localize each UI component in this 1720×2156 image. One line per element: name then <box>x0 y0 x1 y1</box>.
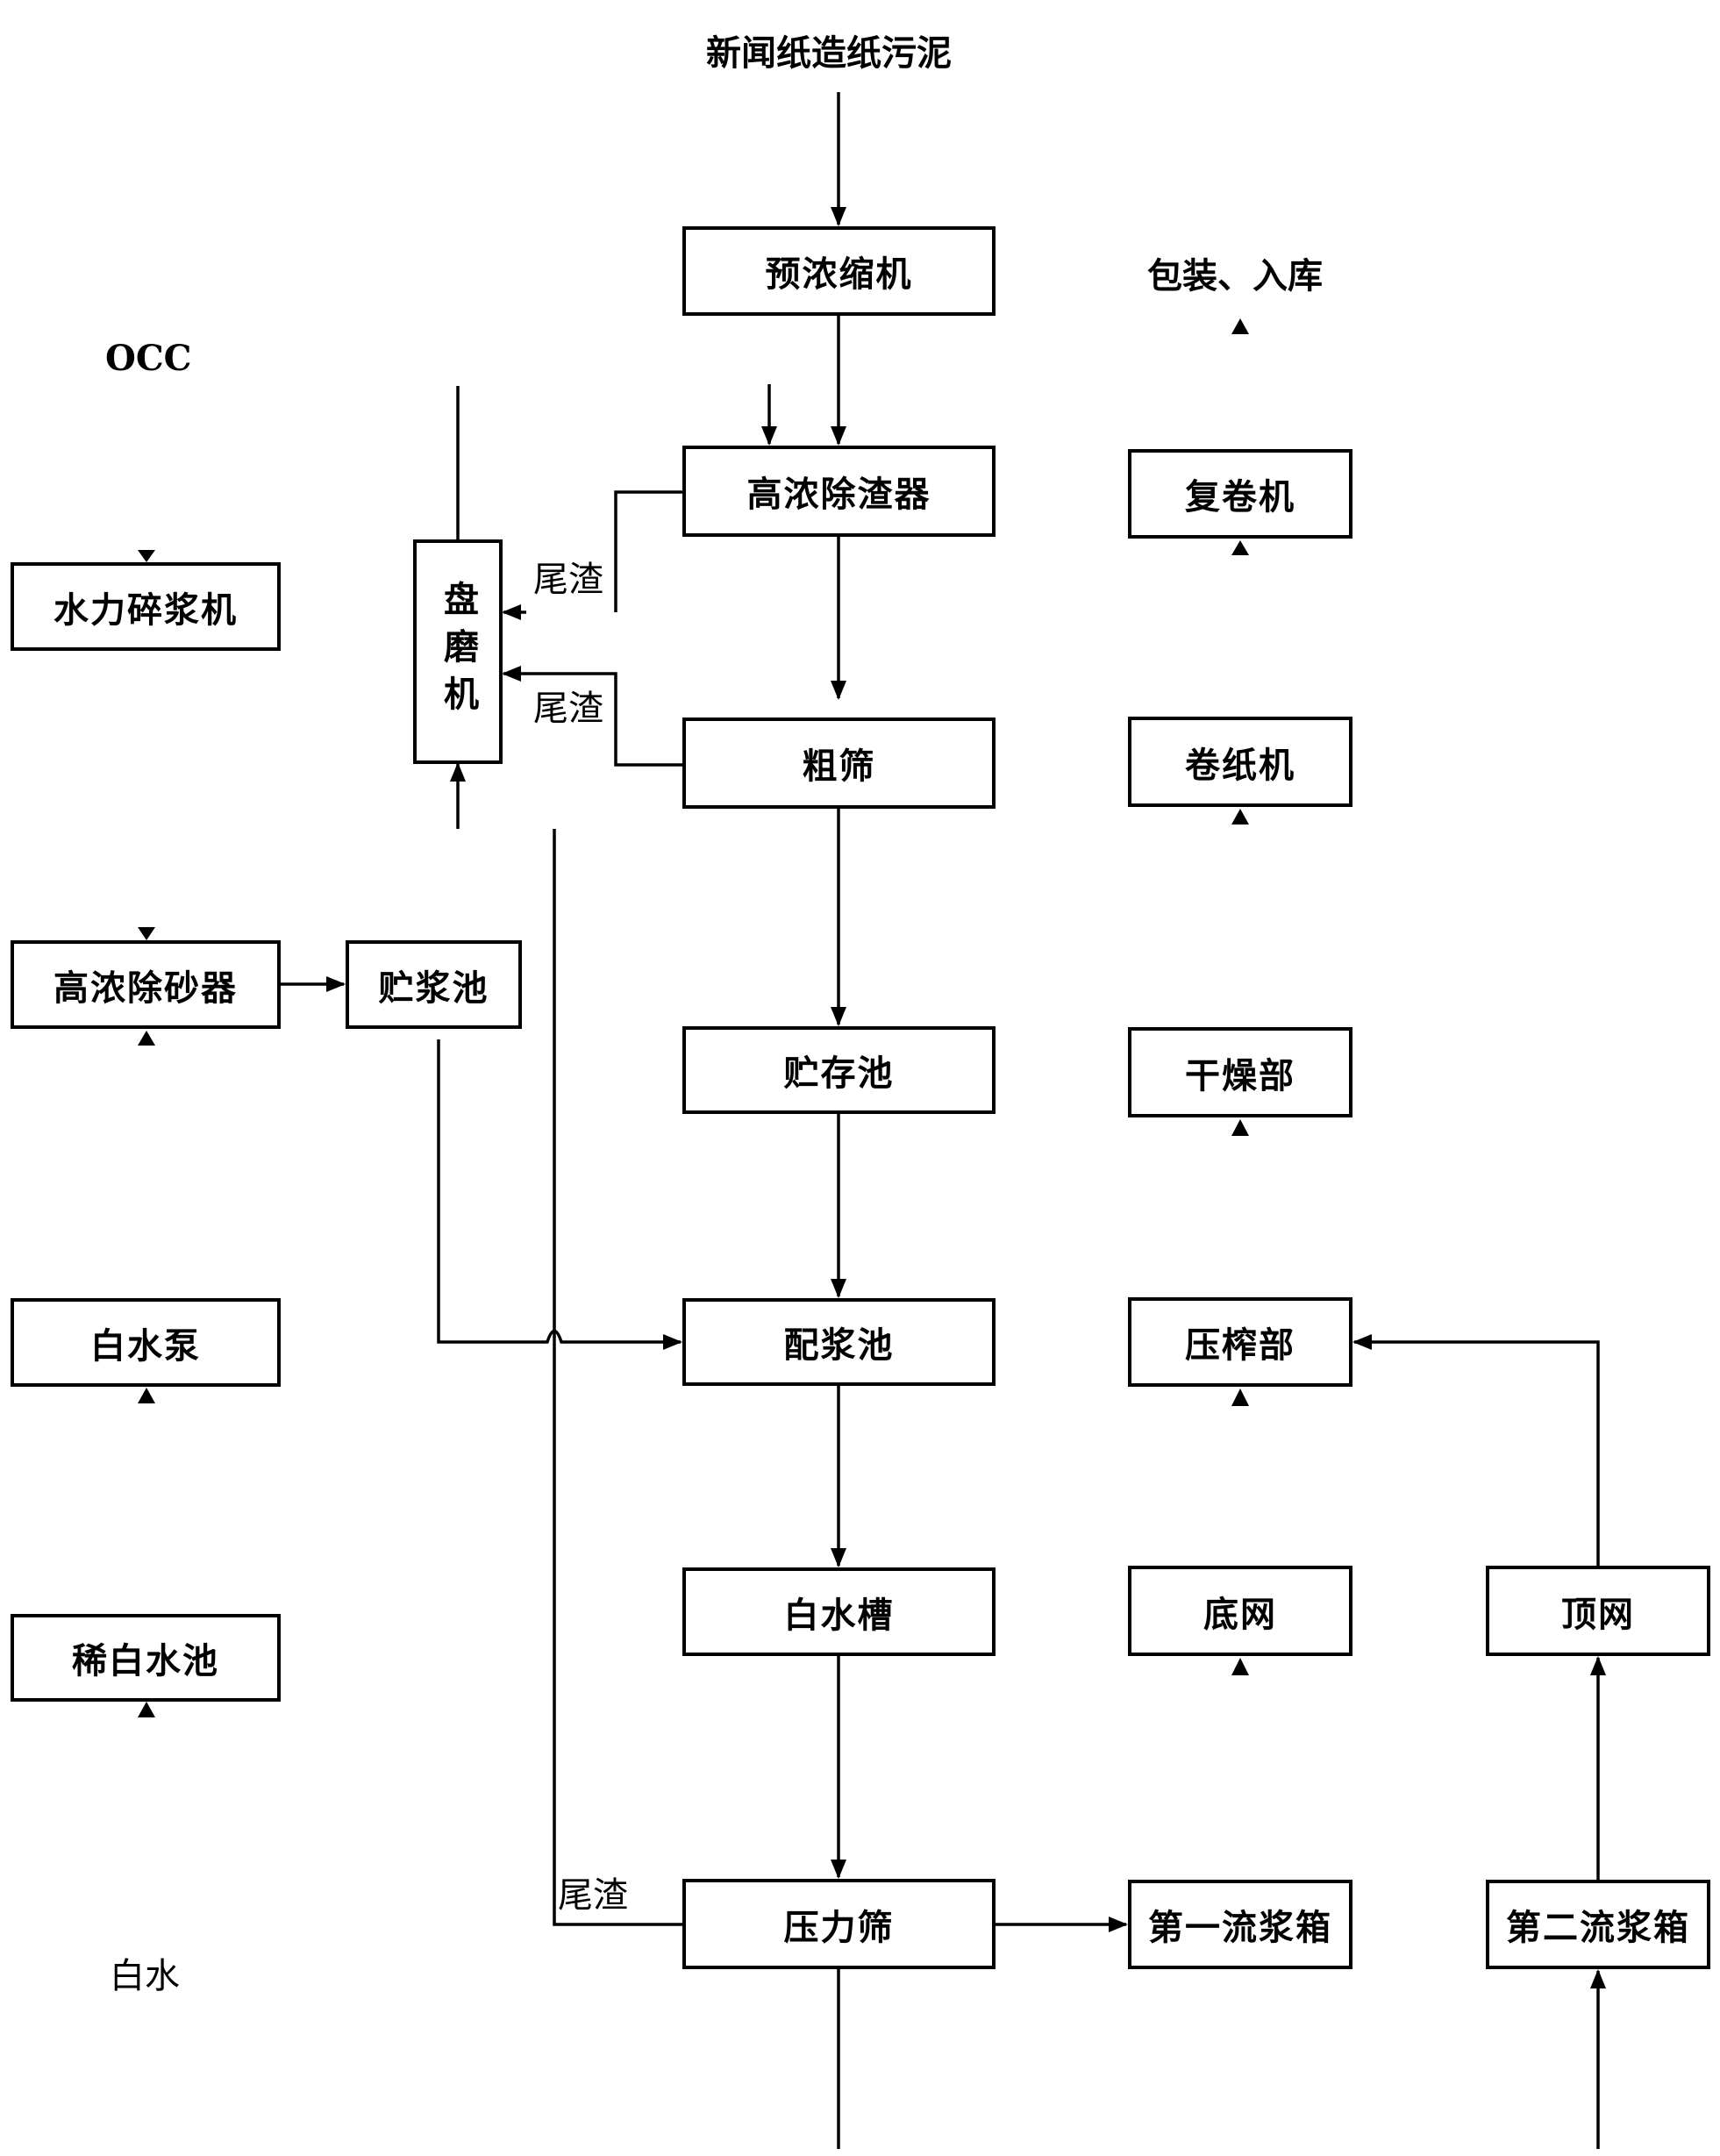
node-pre-thickener: 预浓缩机 <box>682 226 996 316</box>
packaging-label: 包装、入库 <box>1147 255 1323 296</box>
node-headbox-1: 第一流浆箱 <box>1128 1880 1352 1969</box>
line-pressure-screen-tailings <box>553 829 682 1926</box>
arrowhead-reel <box>1231 809 1249 825</box>
node-dilute-white-water-tank: 稀白水池 <box>11 1614 281 1702</box>
node-storage-tank: 贮存池 <box>682 1026 996 1114</box>
node-press-section: 压榨部 <box>1128 1297 1352 1387</box>
arrow-coarse-tailings-to-refiner <box>502 666 682 767</box>
node-top-wire: 顶网 <box>1486 1566 1710 1656</box>
arrowhead-into-pulper <box>138 550 155 562</box>
node-pressure-screen: 压力筛 <box>682 1879 996 1969</box>
arrowhead-dryer <box>1231 1119 1249 1136</box>
tailings-label-coarse-screen: 尾渣 <box>533 689 603 729</box>
node-hc-desander: 高浓除砂器 <box>11 940 281 1029</box>
node-white-water-trough: 白水槽 <box>682 1567 996 1656</box>
node-reel: 卷纸机 <box>1128 717 1352 807</box>
arrow-top-wire-to-press <box>1352 1334 1600 1566</box>
arrow-pulp-storage-to-blending <box>437 1039 682 1350</box>
arrowhead-white-water-pump <box>138 1388 155 1403</box>
node-coarse-screen: 粗筛 <box>682 717 996 809</box>
arrowhead-bottom-wire <box>1231 1658 1249 1675</box>
node-white-water-pump: 白水泵 <box>11 1298 281 1387</box>
arrowhead-packaging <box>1231 318 1249 334</box>
node-bottom-wire: 底网 <box>1128 1566 1352 1656</box>
node-pulper: 水力碎浆机 <box>11 562 281 651</box>
white-water-label: 白水 <box>110 1956 180 1996</box>
arrow-hc-cleaner-tailings-to-refiner <box>614 490 682 612</box>
tailings-label-hc-cleaner: 尾渣 <box>533 560 603 600</box>
node-dryer-section: 干燥部 <box>1128 1027 1352 1117</box>
arrowhead-dilute-tank <box>138 1702 155 1717</box>
diagram-title: 新闻纸造纸污泥 <box>706 32 952 74</box>
arrowhead-into-desander-top <box>138 927 155 940</box>
node-pulp-storage: 贮浆池 <box>346 940 522 1029</box>
arrowhead-rewinder <box>1231 540 1249 555</box>
node-blending-tank: 配浆池 <box>682 1298 996 1386</box>
node-rewinder: 复卷机 <box>1128 449 1352 539</box>
tailings-label-pressure-screen: 尾渣 <box>558 1875 628 1916</box>
occ-label: OCC <box>105 338 192 379</box>
node-hc-cleaner: 高浓除渣器 <box>682 446 996 537</box>
node-disc-refiner: 盘磨机 <box>413 539 503 764</box>
arrowhead-press <box>1231 1389 1249 1406</box>
node-headbox-2: 第二流浆箱 <box>1486 1880 1710 1969</box>
arrowhead-desander-bottom <box>138 1031 155 1046</box>
